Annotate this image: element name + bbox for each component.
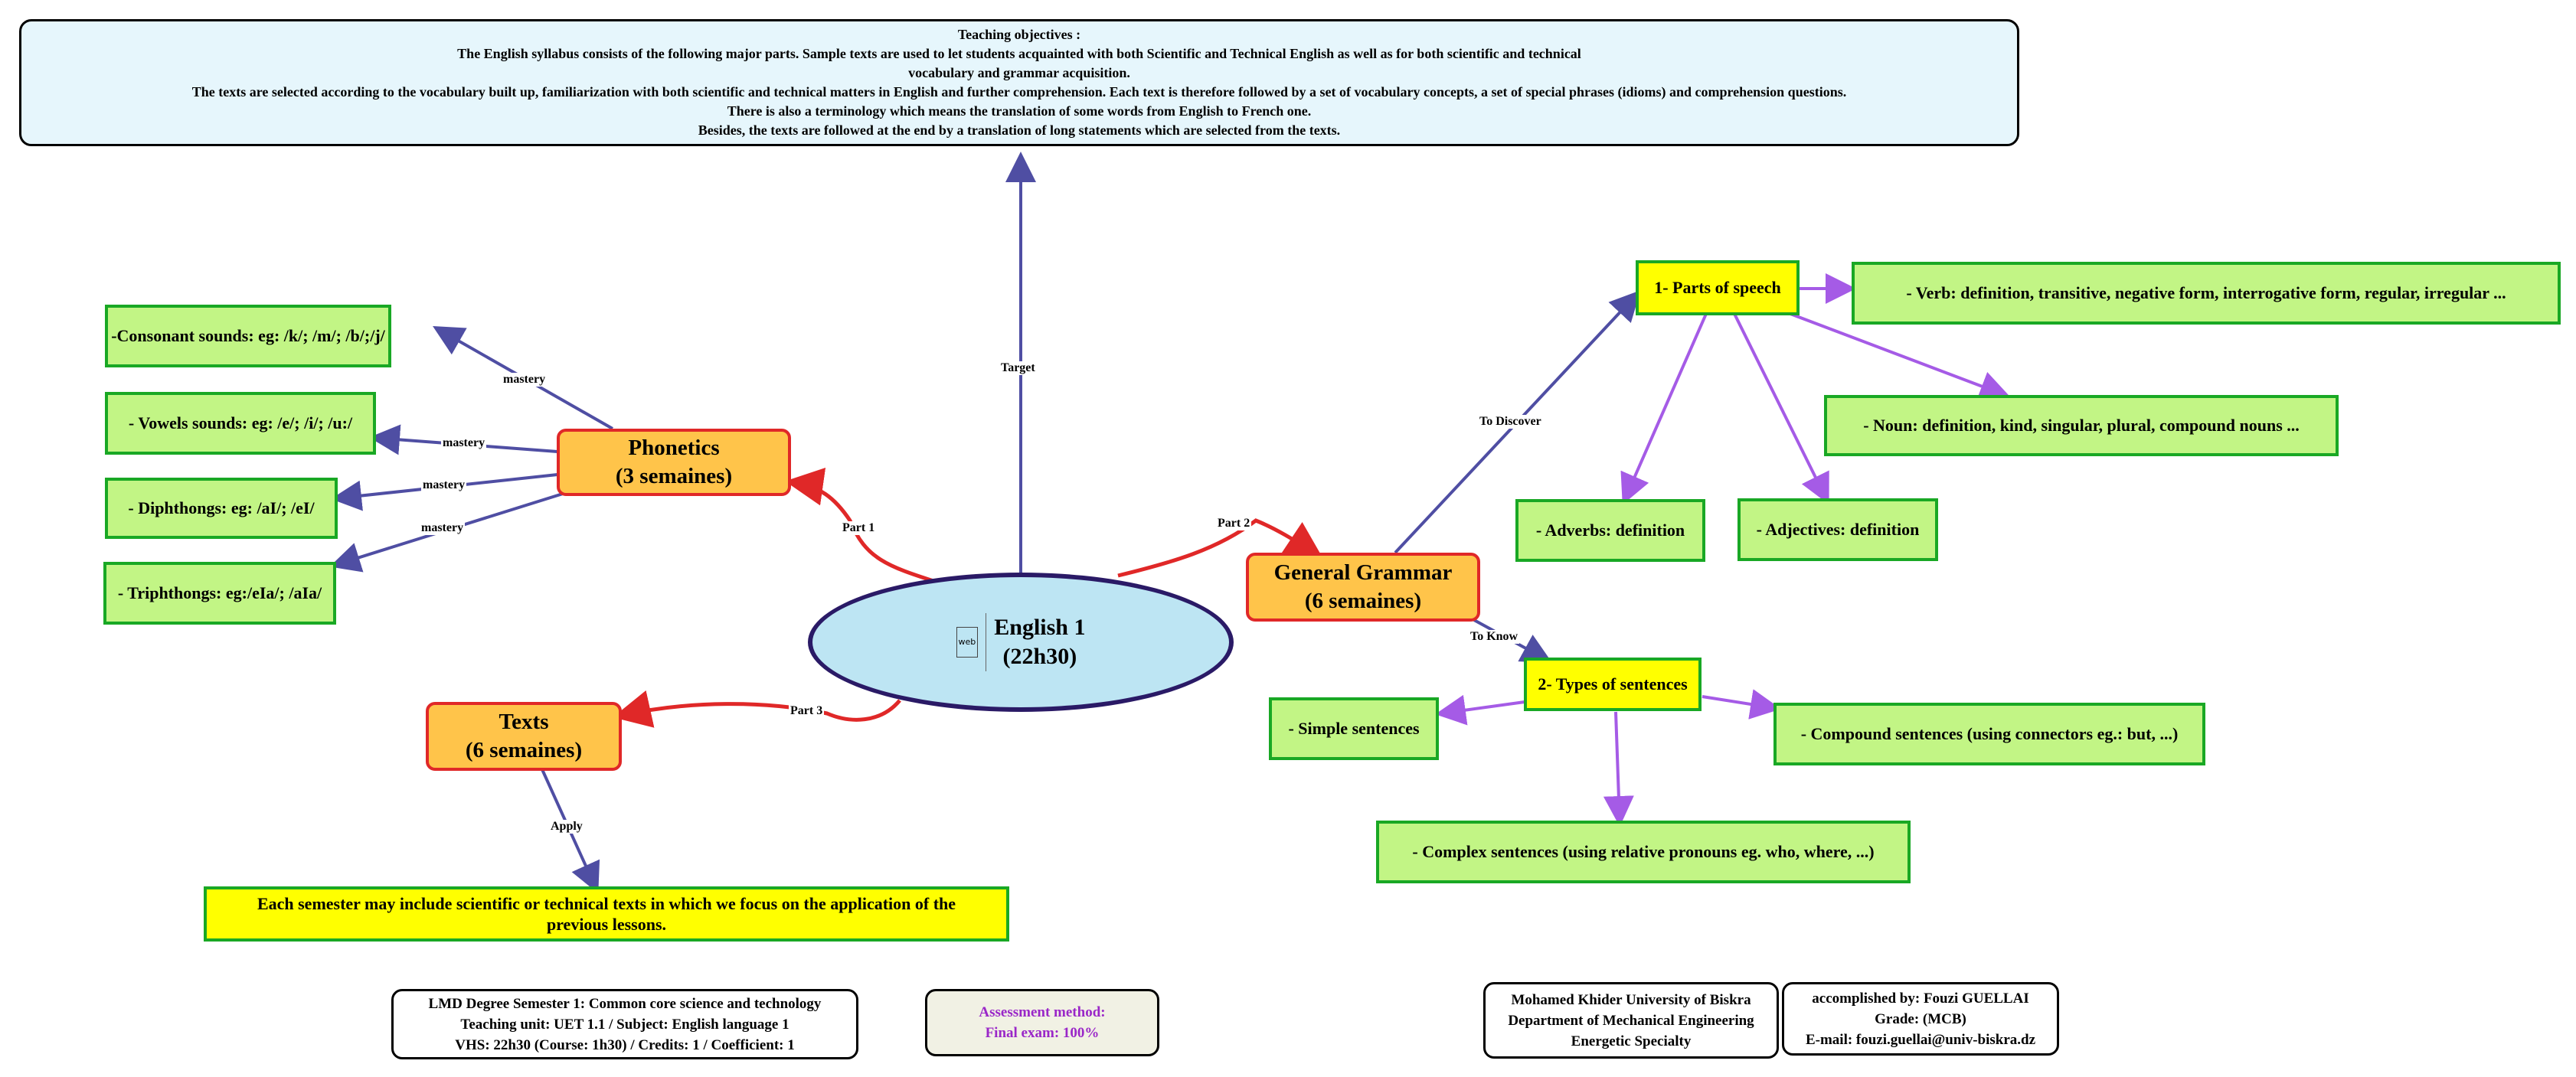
texts-application-note: Each semester may include scientific or … bbox=[204, 886, 1009, 942]
teaching-objectives-box: Teaching objectives : The English syllab… bbox=[19, 19, 2019, 146]
central-topic-title: English 1 bbox=[994, 615, 1086, 640]
item-label: - Adjectives: definition bbox=[1756, 520, 1920, 539]
web-link-icon[interactable]: web bbox=[956, 627, 979, 658]
lmd-degree-info-box: LMD Degree Semester 1: Common core scien… bbox=[391, 989, 858, 1059]
edge-label-mastery: mastery bbox=[420, 521, 466, 535]
topic-texts[interactable]: Texts (6 semaines) bbox=[426, 702, 622, 771]
phonetics-consonant-sounds[interactable]: -Consonant sounds: eg: /k/; /m/; /b/;/j/ bbox=[105, 305, 391, 367]
edge-label-to-discover: To Discover bbox=[1478, 415, 1543, 429]
link-noun bbox=[1790, 312, 2011, 401]
info-line: VHS: 22h30 (Course: 1h30) / Credits: 1 /… bbox=[455, 1036, 795, 1053]
objectives-line: There is also a terminology which means … bbox=[727, 103, 1312, 119]
topic-subtitle: (6 semaines) bbox=[1304, 589, 1422, 613]
item-label: - Diphthongs: eg: /aI/; /eI/ bbox=[128, 498, 315, 517]
link-adverbs bbox=[1620, 313, 1708, 505]
subtopic-types-of-sentences[interactable]: 2- Types of sentences bbox=[1524, 658, 1702, 711]
assessment-label: Assessment method: bbox=[979, 1004, 1106, 1020]
edge-label-part2: Part 2 bbox=[1216, 517, 1252, 530]
link-complex bbox=[1603, 711, 1634, 827]
parts-of-speech-adjectives[interactable]: - Adjectives: definition bbox=[1737, 498, 1938, 561]
sentences-compound[interactable]: - Compound sentences (using connectors e… bbox=[1773, 703, 2205, 765]
item-label: - Simple sentences bbox=[1288, 719, 1420, 738]
item-label: -Consonant sounds: eg: /k/; /m/; /b/;/j/ bbox=[111, 326, 385, 345]
phonetics-triphthongs[interactable]: - Triphthongs: eg:/eIa/; /aIa/ bbox=[103, 562, 336, 625]
link-simple bbox=[1435, 694, 1525, 726]
item-label: - Complex sentences (using relative pron… bbox=[1412, 842, 1875, 861]
subtopic-title: 1- Parts of speech bbox=[1654, 278, 1781, 297]
edge-label-mastery: mastery bbox=[441, 436, 487, 450]
objectives-line: The texts are selected according to the … bbox=[191, 84, 1847, 100]
parts-of-speech-noun[interactable]: - Noun: definition, kind, singular, plur… bbox=[1824, 395, 2339, 456]
info-line: Energetic Specialty bbox=[1571, 1033, 1692, 1049]
item-label: - Noun: definition, kind, singular, plur… bbox=[1863, 416, 2300, 435]
edge-label-apply: Apply bbox=[549, 820, 584, 834]
item-label: - Verb: definition, transitive, negative… bbox=[1906, 283, 2506, 302]
objectives-heading: Teaching objectives : bbox=[957, 27, 1081, 42]
objectives-line: The English syllabus consists of the fol… bbox=[457, 46, 1581, 61]
item-label: - Vowels sounds: eg: /e/; /i/; /u:/ bbox=[128, 413, 353, 432]
objectives-line: vocabulary and grammar acquisition. bbox=[908, 65, 1130, 80]
item-label: - Triphthongs: eg:/eIa/; /aIa/ bbox=[117, 583, 322, 602]
author-info-box: accomplished by: Fouzi GUELLAI Grade: (M… bbox=[1782, 982, 2059, 1056]
topic-subtitle: (6 semaines) bbox=[465, 738, 583, 762]
edge-label-to-know: To Know bbox=[1469, 630, 1520, 644]
objectives-line: Besides, the texts are followed at the e… bbox=[698, 122, 1341, 138]
topic-title: General Grammar bbox=[1273, 560, 1453, 585]
sentences-complex[interactable]: - Complex sentences (using relative pron… bbox=[1376, 821, 1911, 883]
link-part3 bbox=[613, 690, 901, 728]
topic-title: Phonetics bbox=[628, 436, 720, 460]
parts-of-speech-adverbs[interactable]: - Adverbs: definition bbox=[1515, 499, 1705, 562]
link-compound bbox=[1702, 689, 1781, 720]
edge-label-mastery: mastery bbox=[502, 373, 548, 387]
edge-label-target: Target bbox=[999, 361, 1037, 375]
subtopic-title: 2- Types of sentences bbox=[1538, 674, 1688, 694]
note-text: Each semester may include scientific or … bbox=[257, 894, 956, 934]
parts-of-speech-verb[interactable]: - Verb: definition, transitive, negative… bbox=[1852, 262, 2561, 325]
central-topic-subtitle: (22h30) bbox=[1002, 644, 1077, 669]
info-line: Grade: (MCB) bbox=[1875, 1010, 1966, 1027]
central-topic-english-1[interactable]: web English 1 (22h30) bbox=[808, 573, 1234, 712]
assessment-method-box: Assessment method: Final exam: 100% bbox=[925, 989, 1159, 1056]
subtopic-parts-of-speech[interactable]: 1- Parts of speech bbox=[1636, 260, 1800, 315]
author-email[interactable]: E-mail: fouzi.guellai@univ-biskra.dz bbox=[1805, 1031, 2036, 1048]
info-line: LMD Degree Semester 1: Common core scien… bbox=[428, 995, 822, 1012]
topic-phonetics[interactable]: Phonetics (3 semaines) bbox=[557, 429, 791, 496]
item-label: - Adverbs: definition bbox=[1535, 521, 1685, 540]
phonetics-vowel-sounds[interactable]: - Vowels sounds: eg: /e/; /i/; /u:/ bbox=[105, 392, 376, 455]
assessment-value: Final exam: 100% bbox=[985, 1025, 1100, 1041]
edge-label-part3: Part 3 bbox=[789, 704, 825, 718]
item-label: - Compound sentences (using connectors e… bbox=[1800, 724, 2179, 743]
sentences-simple[interactable]: - Simple sentences bbox=[1269, 697, 1439, 760]
info-line: Mohamed Khider University of Biskra bbox=[1511, 991, 1751, 1008]
university-info-box: Mohamed Khider University of Biskra Depa… bbox=[1483, 982, 1779, 1059]
info-line: Teaching unit: UET 1.1 / Subject: Englis… bbox=[460, 1016, 789, 1033]
phonetics-diphthongs[interactable]: - Diphthongs: eg: /aI/; /eI/ bbox=[105, 478, 338, 539]
link-adjectives bbox=[1733, 313, 1829, 505]
info-line: accomplished by: Fouzi GUELLAI bbox=[1812, 990, 2029, 1007]
topic-general-grammar[interactable]: General Grammar (6 semaines) bbox=[1246, 553, 1480, 622]
topic-title: Texts bbox=[499, 710, 549, 734]
topic-subtitle: (3 semaines) bbox=[615, 464, 733, 488]
edge-label-mastery: mastery bbox=[421, 478, 467, 492]
edge-label-part1: Part 1 bbox=[841, 521, 877, 535]
info-line: Department of Mechanical Engineering bbox=[1508, 1012, 1754, 1029]
